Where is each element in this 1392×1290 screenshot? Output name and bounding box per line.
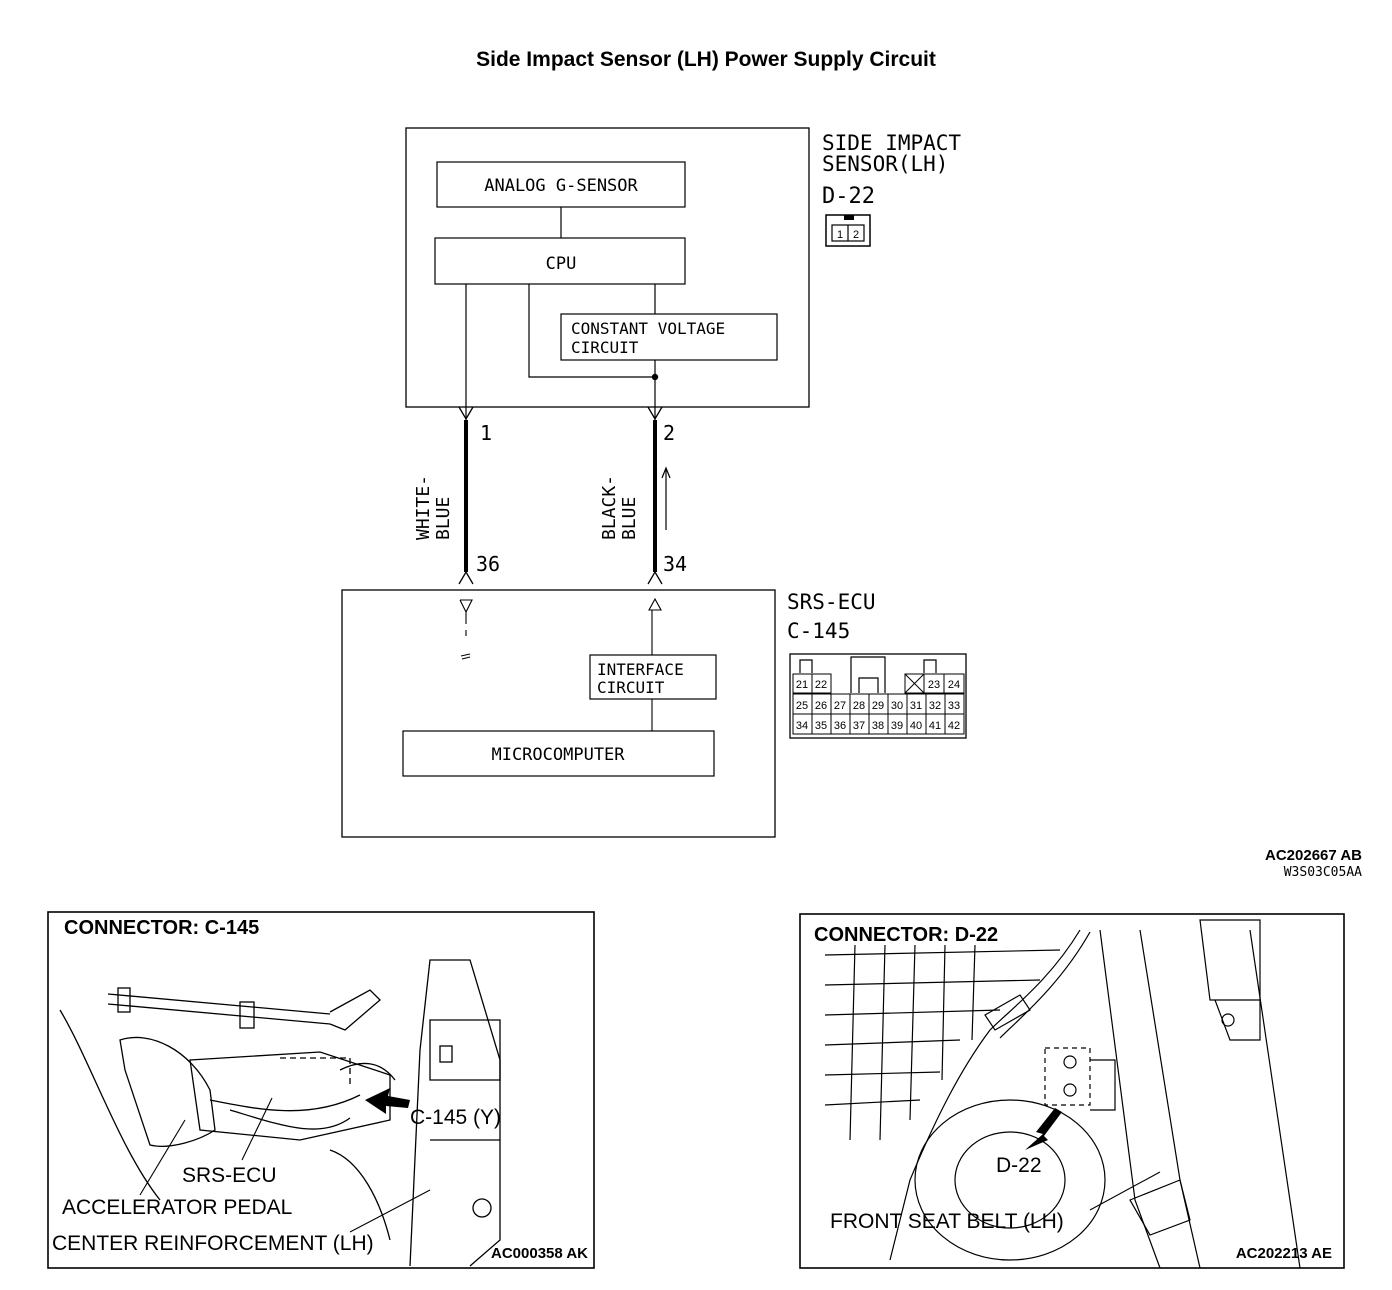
- c145-pedal-label: ACCELERATOR PEDAL: [62, 1196, 292, 1219]
- c145-panel-code: AC000358 AK: [491, 1245, 588, 1262]
- junction-dot: [651, 373, 659, 381]
- d22-connector-label: D-22: [996, 1154, 1042, 1177]
- interface-circuit-line2: CIRCUIT: [597, 678, 665, 697]
- c145-pin: 37: [853, 720, 865, 732]
- c145-pin: 30: [891, 700, 903, 712]
- c145-pin: 33: [948, 700, 960, 712]
- constant-voltage-label-line1: CONSTANT VOLTAGE: [571, 319, 725, 338]
- figure-code: AC202667 AB: [1265, 847, 1362, 864]
- connector-d22-location-panel: CONNECTOR: D-22 D-22 FRONT SEAT BELT (LH…: [799, 913, 1345, 1269]
- c145-panel-heading: CONNECTOR: C-145: [64, 917, 259, 939]
- c145-pin: 35: [815, 720, 827, 732]
- c145-pin: 38: [872, 720, 884, 732]
- ecu-connector-id: C-145: [787, 619, 850, 643]
- d22-panel-code: AC202213 AE: [1236, 1245, 1332, 1262]
- srs-ecu-box: INTERFACE CIRCUIT MICROCOMPUTER: [341, 589, 776, 838]
- wire-white-blue: [458, 406, 474, 585]
- c145-pin: 41: [929, 720, 941, 732]
- c145-pin: 32: [929, 700, 941, 712]
- connector-c145-location-panel: CONNECTOR: C-145 C-145 (Y) SRS-ECU ACCEL…: [47, 911, 595, 1269]
- current-direction-arrow: [661, 466, 671, 530]
- cpu-label: CPU: [546, 254, 577, 274]
- c145-pin: 31: [910, 700, 922, 712]
- interface-circuit-block: [589, 654, 717, 700]
- c145-pin: 42: [948, 720, 960, 732]
- figure-subcode: W3S03C05AA: [1284, 865, 1362, 880]
- analog-g-sensor-label: ANALOG G-SENSOR: [484, 176, 638, 196]
- c145-pin: 22: [815, 679, 827, 691]
- c145-connector-face: 21 22 23 24 25 26 27 28 29 30 31 32 33 3…: [789, 653, 967, 739]
- c145-pin: 24: [948, 679, 960, 691]
- c145-pin: 21: [796, 679, 808, 691]
- constant-voltage-label-line2: CIRCUIT: [571, 338, 639, 357]
- d22-connector-face: 1 2: [825, 214, 871, 247]
- c145-pin: 25: [796, 700, 808, 712]
- c145-pin: 29: [872, 700, 884, 712]
- c145-pin: 23: [928, 679, 940, 691]
- c145-connector-label: C-145 (Y): [410, 1106, 501, 1129]
- interface-circuit-line1: INTERFACE: [597, 660, 684, 679]
- d22-panel-heading: CONNECTOR: D-22: [814, 924, 998, 946]
- c145-ecu-label: SRS-ECU: [182, 1164, 277, 1187]
- wire1-color-line2: BLUE: [433, 497, 454, 540]
- c145-pin: 28: [853, 700, 865, 712]
- wire2-ecu-pin: 34: [663, 552, 687, 576]
- wire2-sensor-pin: 2: [663, 421, 675, 445]
- c145-pin: 27: [834, 700, 846, 712]
- c145-reinforcement-label: CENTER REINFORCEMENT (LH): [52, 1232, 374, 1255]
- c145-pin: 39: [891, 720, 903, 732]
- sensor-name-line1: SIDE IMPACT: [822, 131, 961, 155]
- sensor-connector-id: D-22: [822, 184, 875, 209]
- wire1-sensor-pin: 1: [480, 421, 492, 445]
- ecu-name: SRS-ECU: [787, 590, 876, 614]
- c145-pin: 36: [834, 720, 846, 732]
- microcomputer-block: [402, 730, 715, 777]
- cpu-block: [434, 237, 686, 285]
- constant-voltage-block: [560, 313, 778, 361]
- wire1-color-line1: WHITE-: [413, 475, 434, 540]
- c145-pin: 40: [910, 720, 922, 732]
- wire2-color-line2: BLUE: [619, 497, 640, 540]
- page-title: Side Impact Sensor (LH) Power Supply Cir…: [476, 48, 936, 71]
- microcomputer-label: MICROCOMPUTER: [491, 745, 625, 765]
- d22-pin-2: 2: [853, 229, 859, 241]
- sensor-name-line2: SENSOR(LH): [822, 152, 948, 176]
- wire2-color-line1: BLACK-: [599, 475, 620, 540]
- wire1-ecu-pin: 36: [476, 552, 500, 576]
- side-impact-sensor-box: ANALOG G-SENSOR CPU CONSTANT VOLTAGE CIR…: [405, 127, 810, 420]
- d22-pin-1: 1: [837, 229, 843, 241]
- wire-black-blue: [647, 406, 663, 585]
- c145-pin: 26: [815, 700, 827, 712]
- c145-pin: 34: [796, 720, 808, 732]
- d22-belt-label: FRONT SEAT BELT (LH): [830, 1210, 1064, 1233]
